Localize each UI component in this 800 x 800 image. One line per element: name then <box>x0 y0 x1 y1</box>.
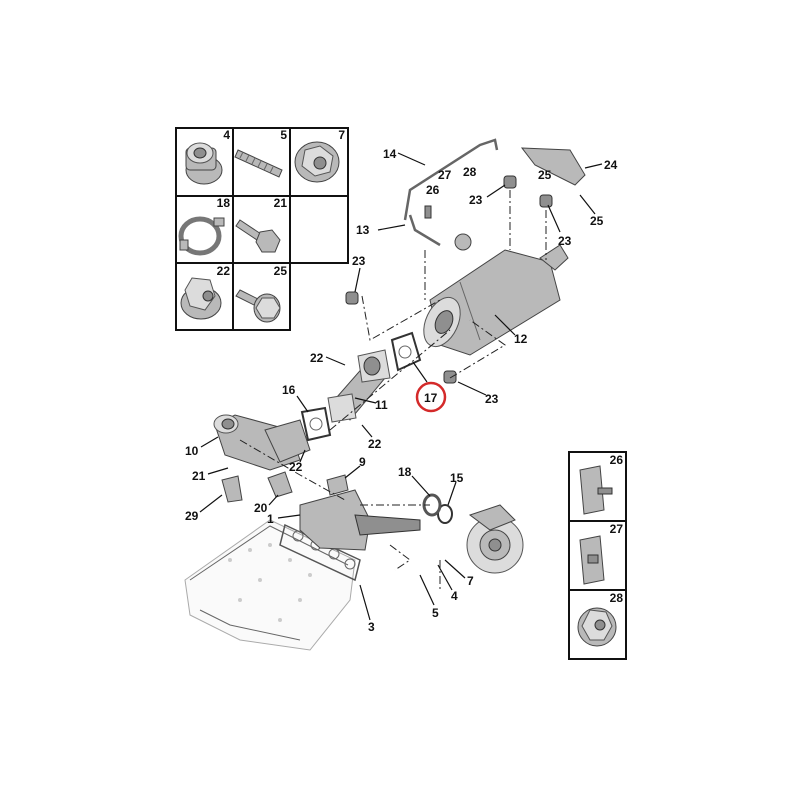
part-18-clamp <box>178 216 225 256</box>
part-12-particulate-filter <box>423 244 569 356</box>
part-24-bracket <box>520 147 586 186</box>
callout-5: 5 <box>432 606 439 620</box>
callout-25-a: 25 <box>538 168 552 182</box>
callout-22-b: 22 <box>368 437 382 451</box>
inset-label-22: 22 <box>217 264 231 278</box>
callout-15: 15 <box>450 471 464 485</box>
inset-label-26: 26 <box>610 453 624 467</box>
hardware-inset-left: 4 5 7 18 21 22 25 <box>175 127 349 331</box>
part-10-catalyst <box>213 414 311 471</box>
callout-22-a: 22 <box>310 351 324 365</box>
leader-lines <box>199 152 603 621</box>
callout-22-c: 22 <box>289 460 303 474</box>
callout-11: 11 <box>375 398 388 412</box>
part-22-flange-nut <box>180 277 222 320</box>
callout-1: 1 <box>267 512 274 526</box>
inset-label-25: 25 <box>274 264 288 278</box>
callout-16: 16 <box>282 383 296 397</box>
callout-23-d: 23 <box>485 392 499 406</box>
engine-block <box>184 519 356 651</box>
rubber-mounts-23 <box>345 175 553 384</box>
callout-26: 26 <box>426 183 440 197</box>
callout-4: 4 <box>451 589 458 603</box>
inset-label-5: 5 <box>280 128 287 142</box>
callout-10: 10 <box>185 444 199 458</box>
callout-20: 20 <box>254 501 268 515</box>
callout-3: 3 <box>368 620 375 634</box>
part-26-clip <box>579 465 613 515</box>
callout-28: 28 <box>463 165 477 179</box>
part-16-gasket <box>300 406 332 442</box>
callout-18: 18 <box>398 465 412 479</box>
callout-25-b: 25 <box>590 214 604 228</box>
callout-13: 13 <box>356 223 370 237</box>
callout-14: 14 <box>383 147 397 161</box>
inset-label-7: 7 <box>338 128 345 142</box>
callout-24: 24 <box>604 158 618 172</box>
callout-9: 9 <box>359 455 366 469</box>
part-28-nut <box>577 607 617 647</box>
turbocharger <box>466 504 524 574</box>
callout-23-c: 23 <box>352 254 366 268</box>
assembly-lines <box>239 190 547 590</box>
part-4-bushing <box>185 142 223 185</box>
part-17-gasket <box>390 331 422 372</box>
part-27-clip <box>579 535 605 585</box>
part-7-nut <box>294 141 340 183</box>
hardware-inset-right: 26 27 28 <box>568 451 627 660</box>
callout-23-a: 23 <box>469 193 483 207</box>
part-11-front-pipe <box>327 349 391 423</box>
callout-27: 27 <box>438 168 452 182</box>
part-13-sensor <box>424 205 472 251</box>
part-21-bolt <box>235 219 281 253</box>
part-14-pressure-pipe <box>403 138 499 247</box>
callout-7: 7 <box>467 574 474 588</box>
part-15-seal-ring <box>437 504 453 524</box>
part-5-stud <box>234 149 283 178</box>
highlight-circle-17 <box>415 381 447 413</box>
callout-29: 29 <box>185 509 199 523</box>
callout-17: 17 <box>424 391 438 405</box>
inset-label-4: 4 <box>223 128 230 142</box>
part-25-bolt <box>235 289 281 323</box>
inset-label-18: 18 <box>217 196 231 210</box>
inset-label-21: 21 <box>274 196 288 210</box>
callout-12: 12 <box>514 332 528 346</box>
callout-21: 21 <box>192 469 206 483</box>
inset-label-28: 28 <box>610 591 624 605</box>
inset-label-27: 27 <box>610 522 624 536</box>
small-brackets <box>221 471 349 503</box>
callout-23-b: 23 <box>558 234 572 248</box>
part-1-exhaust-manifold <box>299 489 421 551</box>
callout-labels: 14 27 28 26 23 25 24 25 13 23 23 12 22 1… <box>185 147 618 634</box>
